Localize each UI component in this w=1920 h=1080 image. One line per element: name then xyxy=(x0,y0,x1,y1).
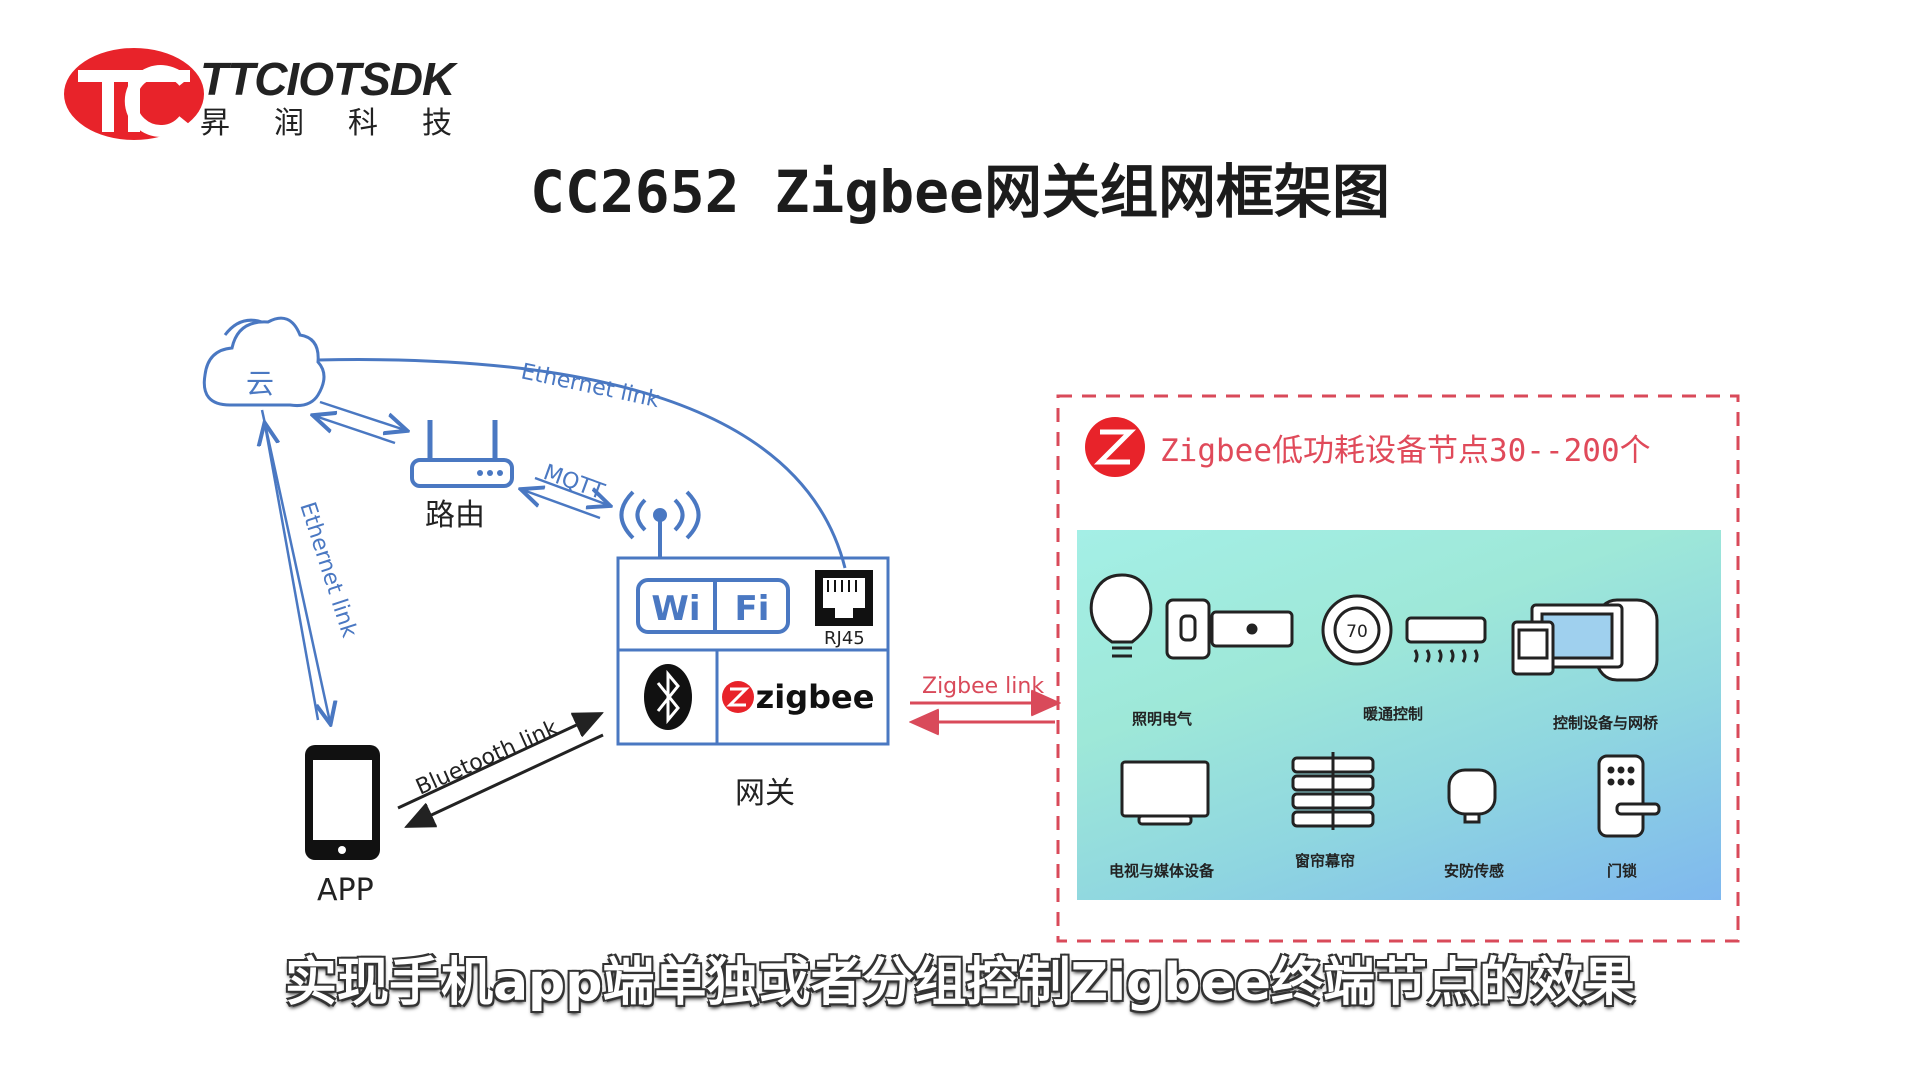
rj45-port-icon xyxy=(815,570,873,626)
cloud-router-arrow-2 xyxy=(315,416,396,445)
zigbee-devices-dashed-box xyxy=(1056,394,1740,943)
zigbee-logo-text: zigbee xyxy=(756,678,875,716)
ethernet-link-left-label: Ethernet link xyxy=(294,499,361,641)
phone-icon xyxy=(305,745,380,860)
brand-logo xyxy=(64,48,204,140)
zigbee-logo: zigbee xyxy=(722,678,874,716)
device-label-lock: 门锁 xyxy=(1607,862,1638,880)
wifi-text-fi: Fi xyxy=(735,589,770,629)
bluetooth-icon xyxy=(644,664,692,730)
device-label-security: 安防传感 xyxy=(1444,862,1505,880)
device-label-hvac: 暖通控制 xyxy=(1363,705,1424,723)
curtain-icon xyxy=(1291,752,1375,830)
gateway-label: 网关 xyxy=(735,776,795,811)
ethernet-link-top-label: Ethernet link xyxy=(519,359,662,413)
app-label: APP xyxy=(317,873,374,908)
device-label-control: 控制设备与网桥 xyxy=(1553,714,1659,732)
cloud-phone-arrow-1 xyxy=(260,409,330,722)
cloud-phone-arrow-2 xyxy=(265,425,320,721)
zigbee-devices-header: Zigbee低功耗设备节点30--200个 xyxy=(1160,433,1651,469)
router-icon xyxy=(410,420,514,488)
phone-gateway-arrow-1 xyxy=(397,715,598,810)
video-subtitle: 实现手机app端单独或者分组控制Zigbee终端节点的效果 xyxy=(284,953,1636,1013)
phone-gateway-arrow-2 xyxy=(410,733,604,825)
device-label-curtain: 窗帘幕帘 xyxy=(1295,852,1356,870)
rj45-label: RJ45 xyxy=(824,628,865,649)
door-lock-icon xyxy=(1597,754,1661,838)
wireless-signal-icon xyxy=(619,490,701,558)
cloud-label: 云 xyxy=(246,367,275,400)
security-sensor-icon xyxy=(1447,768,1497,824)
tv-icon xyxy=(1120,760,1210,826)
zigbee-device-panel: 70 xyxy=(1077,530,1721,900)
wifi-text-wi: Wi xyxy=(651,589,700,629)
device-label-lighting: 照明电气 xyxy=(1132,710,1193,728)
light-bulb-switch-socket-icon xyxy=(1089,573,1294,660)
device-label-tv: 电视与媒体设备 xyxy=(1109,862,1215,880)
svg-text:70: 70 xyxy=(1346,622,1368,642)
zigbee-header-logo xyxy=(1085,417,1145,477)
router-label: 路由 xyxy=(425,498,485,533)
thermostat-ac-icon: 70 xyxy=(1321,594,1487,666)
zigbee-link-label: Zigbee link xyxy=(922,674,1044,699)
mqtt-label: MQTT xyxy=(540,460,608,505)
ethernet-link-top-line xyxy=(317,358,847,569)
router-gateway-arrow-1 xyxy=(534,476,608,505)
cloud-icon xyxy=(202,316,326,407)
brand-name: TTCIOTSDK xyxy=(200,53,455,105)
gateway-box: Wi Fi zigbee xyxy=(616,556,890,746)
brand-chinese-name: 昇润科技 xyxy=(200,106,496,141)
wifi-logo: Wi Fi xyxy=(636,578,790,634)
diagram-title: CC2652 Zigbee网关组网框架图 xyxy=(530,158,1390,226)
router-gateway-arrow-2 xyxy=(523,490,601,520)
control-panel-bridge-icon xyxy=(1511,598,1659,682)
cloud-router-arrow-1 xyxy=(319,400,405,430)
